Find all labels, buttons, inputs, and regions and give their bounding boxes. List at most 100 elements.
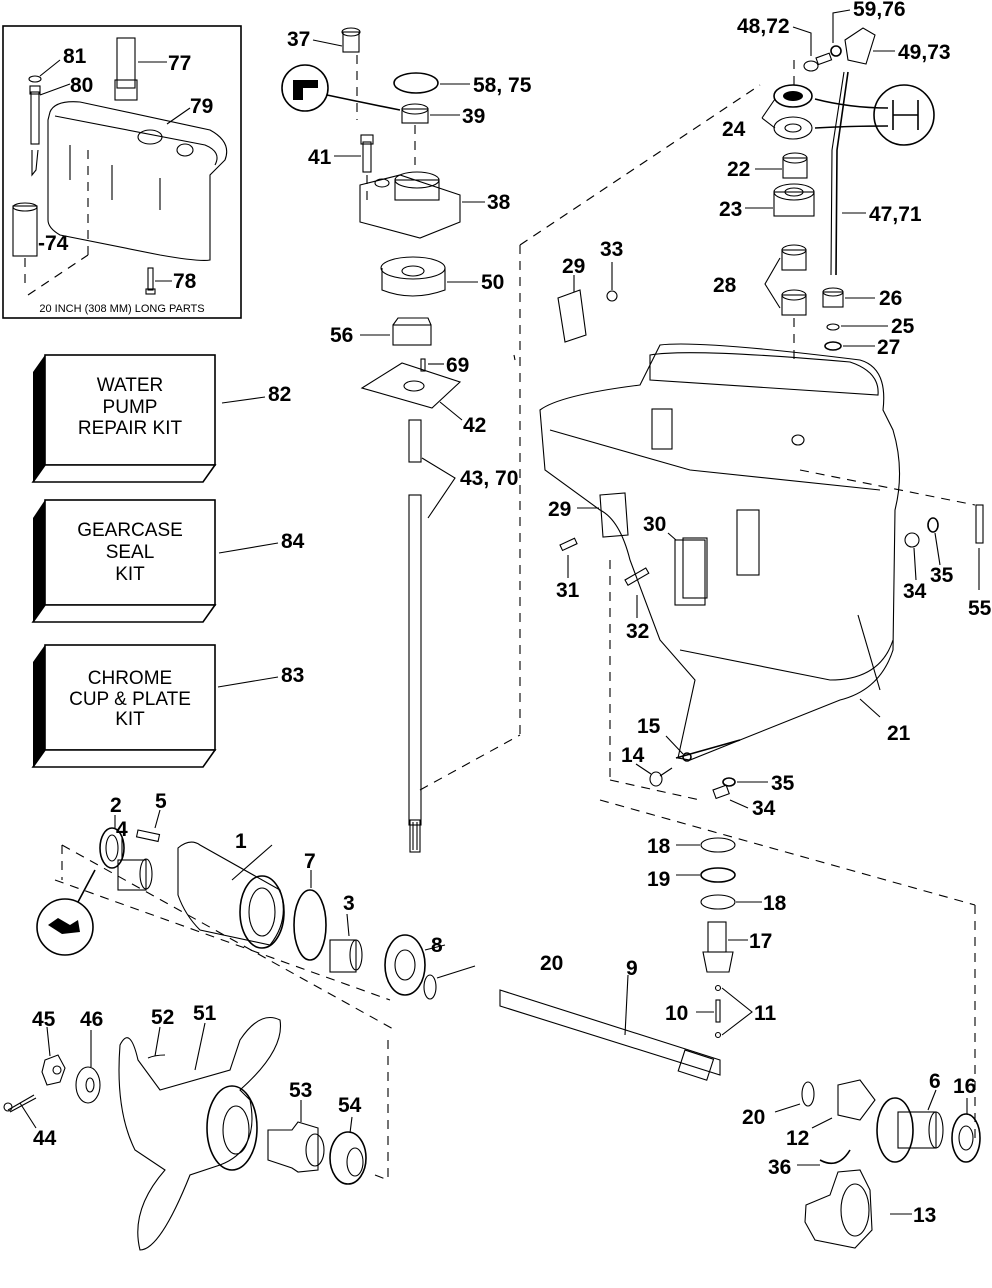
label-78: 78 <box>173 270 197 293</box>
label-69: 69 <box>446 354 469 377</box>
label-44: 44 <box>33 1127 57 1150</box>
label-53: 53 <box>289 1079 312 1102</box>
part-51-propeller <box>118 1016 282 1251</box>
label-48-72: 48,72 <box>737 15 790 38</box>
label-12: 12 <box>786 1127 809 1150</box>
label-4: 4 <box>116 818 128 841</box>
part-17-pinion <box>707 921 727 953</box>
part-46-spline-washer <box>75 1066 101 1104</box>
inset-caption: 20 INCH (308 MM) LONG PARTS <box>39 303 204 315</box>
part-81-oring <box>28 75 42 83</box>
part-20-washer-rear <box>801 1081 815 1107</box>
part-80-tube <box>30 91 40 145</box>
part-35-seal-upper <box>927 517 939 533</box>
kit-chrome-line2: CUP & PLATE <box>69 689 191 710</box>
kit-water-pump: WATER PUMP REPAIR KIT 82 <box>31 354 291 483</box>
label-42: 42 <box>463 414 486 437</box>
part-33-nut <box>606 290 618 302</box>
kit-chrome-line1: CHROME <box>88 668 172 689</box>
label-43-70: 43, 70 <box>460 467 518 490</box>
label-26: 26 <box>879 287 902 310</box>
label-14: 14 <box>621 744 645 767</box>
label-55: 55 <box>968 597 992 620</box>
label-83: 83 <box>281 664 304 687</box>
label-1: 1 <box>235 830 247 853</box>
part-79-exhaust-housing <box>47 101 228 261</box>
label-77: 77 <box>168 52 191 75</box>
kit-water-pump-line1: WATER <box>97 375 164 396</box>
label-21: 21 <box>887 722 911 745</box>
part-34-plug-upper <box>904 532 920 548</box>
sealant-icon <box>281 64 329 112</box>
kit-gearcase-seal: GEARCASE SEAL KIT 84 <box>31 499 305 623</box>
part-36-shift-yoke <box>819 1149 851 1165</box>
label-47-71: 47,71 <box>869 203 922 226</box>
part-1-bearing-housing <box>177 841 284 946</box>
part-55-bolt <box>975 504 984 544</box>
part-9-propeller-shaft <box>499 989 721 1076</box>
label-84: 84 <box>281 530 305 553</box>
label-39: 39 <box>462 105 485 128</box>
label-81: 81 <box>63 45 87 68</box>
label-32: 32 <box>626 620 649 643</box>
part-35-seal-lower <box>722 777 736 787</box>
part-14-screw <box>649 771 663 787</box>
part-callout-labels: 37 58, 75 39 41 38 50 56 69 42 43, 70 48… <box>32 0 992 1227</box>
label-18-top: 18 <box>647 835 671 858</box>
label-82: 82 <box>268 383 291 406</box>
part-39-seal <box>401 108 429 124</box>
part-15-washer <box>682 752 692 762</box>
propeller-assembly <box>3 1016 389 1251</box>
label-19: 19 <box>647 868 670 891</box>
label-30: 30 <box>643 513 666 536</box>
kit-water-pump-line2: PUMP <box>103 397 158 418</box>
part-29-anode-top <box>557 289 587 343</box>
part-18-washer-top <box>700 837 736 853</box>
part-77-sleeve <box>116 37 136 89</box>
part-49-bracket <box>844 27 876 65</box>
label-18-bottom: 18 <box>763 892 787 915</box>
label-5: 5 <box>155 790 167 813</box>
part-42-plate <box>360 362 462 409</box>
part-43-driveshaft <box>408 494 422 826</box>
label-24: 24 <box>722 118 746 141</box>
shift-bearing-assembly <box>745 9 935 360</box>
kit-gearcase-line3: KIT <box>115 564 145 585</box>
label-33: 33 <box>600 238 623 261</box>
label-27: 27 <box>877 336 900 359</box>
label-16: 16 <box>953 1075 976 1098</box>
water-pump-assembly <box>281 27 485 853</box>
label-58-75: 58, 75 <box>473 74 532 97</box>
part-29-anode-side <box>599 492 629 538</box>
part-16-bearing <box>951 1113 981 1163</box>
part-48-screw <box>803 60 819 72</box>
part-47-shift-rod <box>835 71 849 276</box>
label-23: 23 <box>719 198 742 221</box>
kit-gearcase-line1: GEARCASE <box>77 520 183 541</box>
part-34-plug-lower <box>712 784 730 800</box>
long-parts-inset: 81 80 77 79 -74 78 20 INCH (308 MM) LONG… <box>2 25 242 319</box>
label-29-side: 29 <box>548 498 571 521</box>
label-36: 36 <box>768 1156 791 1179</box>
label-79: 79 <box>190 95 213 118</box>
label-29-top: 29 <box>562 255 585 278</box>
label-34-lower: 34 <box>752 797 776 820</box>
seal-lip-icon <box>36 898 94 956</box>
part-24-bearing-top <box>773 84 813 108</box>
part-74-grommet <box>12 205 38 257</box>
label-22: 22 <box>727 158 750 181</box>
part-31-screw <box>559 537 578 552</box>
label-38: 38 <box>487 191 511 214</box>
part-8-forward-gear <box>384 934 426 996</box>
part-21-gearcase <box>539 343 901 761</box>
part-41-bolt <box>362 141 372 173</box>
part-26-grommet <box>822 291 844 308</box>
label-54: 54 <box>338 1094 362 1117</box>
part-32-screw <box>624 567 650 586</box>
label-56: 56 <box>330 324 353 347</box>
label-59-76: 59,76 <box>853 0 906 21</box>
label-13: 13 <box>913 1204 936 1227</box>
part-6-reverse-gear <box>876 1097 914 1163</box>
